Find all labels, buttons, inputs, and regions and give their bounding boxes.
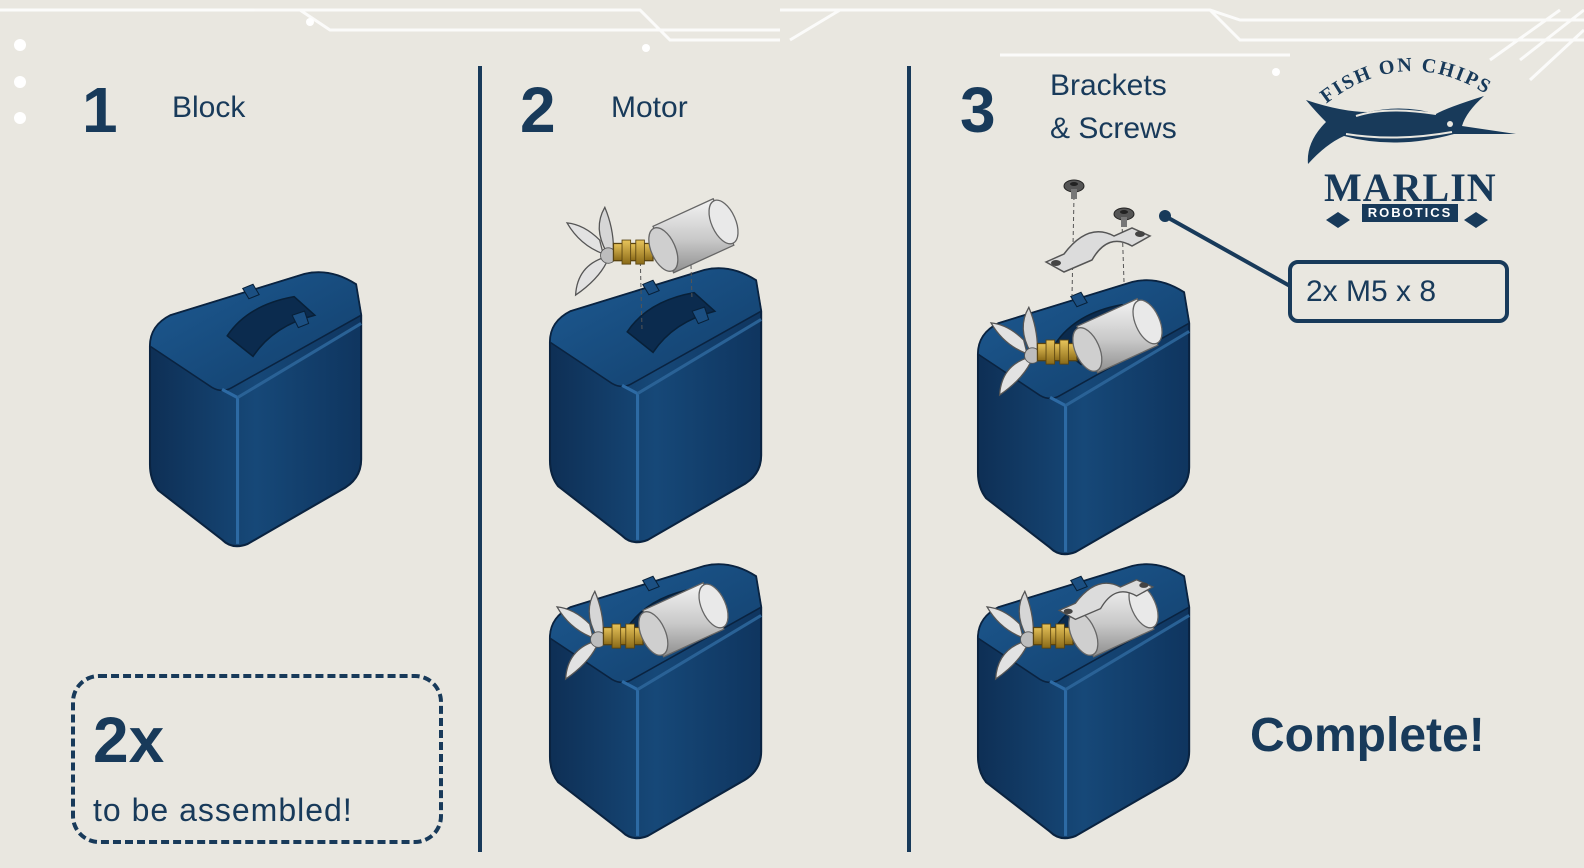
- step-2-title: Motor: [611, 91, 688, 124]
- column-divider-right: [907, 66, 911, 852]
- quantity-text: to be assembled!: [93, 792, 353, 828]
- logo-subtitle: ROBOTICS: [1362, 204, 1458, 222]
- step-1-number: 1: [82, 74, 118, 146]
- complete-label: Complete!: [1250, 709, 1485, 762]
- step-2-number: 2: [520, 74, 556, 146]
- column-divider-left: [478, 66, 482, 852]
- step-3-title-line1: Brackets: [1050, 69, 1167, 102]
- step-3-title-line2: & Screws: [1050, 112, 1177, 145]
- logo-arc-text: FISH ON CHIPS: [1316, 54, 1494, 108]
- svg-text:FISH ON CHIPS: FISH ON CHIPS: [1316, 54, 1496, 108]
- step-3-number: 3: [960, 74, 996, 146]
- quantity-value: 2x: [93, 704, 165, 776]
- logo-name: MARLIN: [1324, 165, 1497, 210]
- step-1-title: Block: [172, 91, 246, 124]
- marlin-robotics-logo: FISH ON CHIPS MARLIN ROBOTICS: [1286, 52, 1526, 232]
- quantity-note-box: 2x to be assembled!: [71, 674, 443, 844]
- screw-callout-label: 2x M5 x 8: [1288, 260, 1509, 323]
- marlin-fish-icon: FISH ON CHIPS: [1306, 54, 1516, 228]
